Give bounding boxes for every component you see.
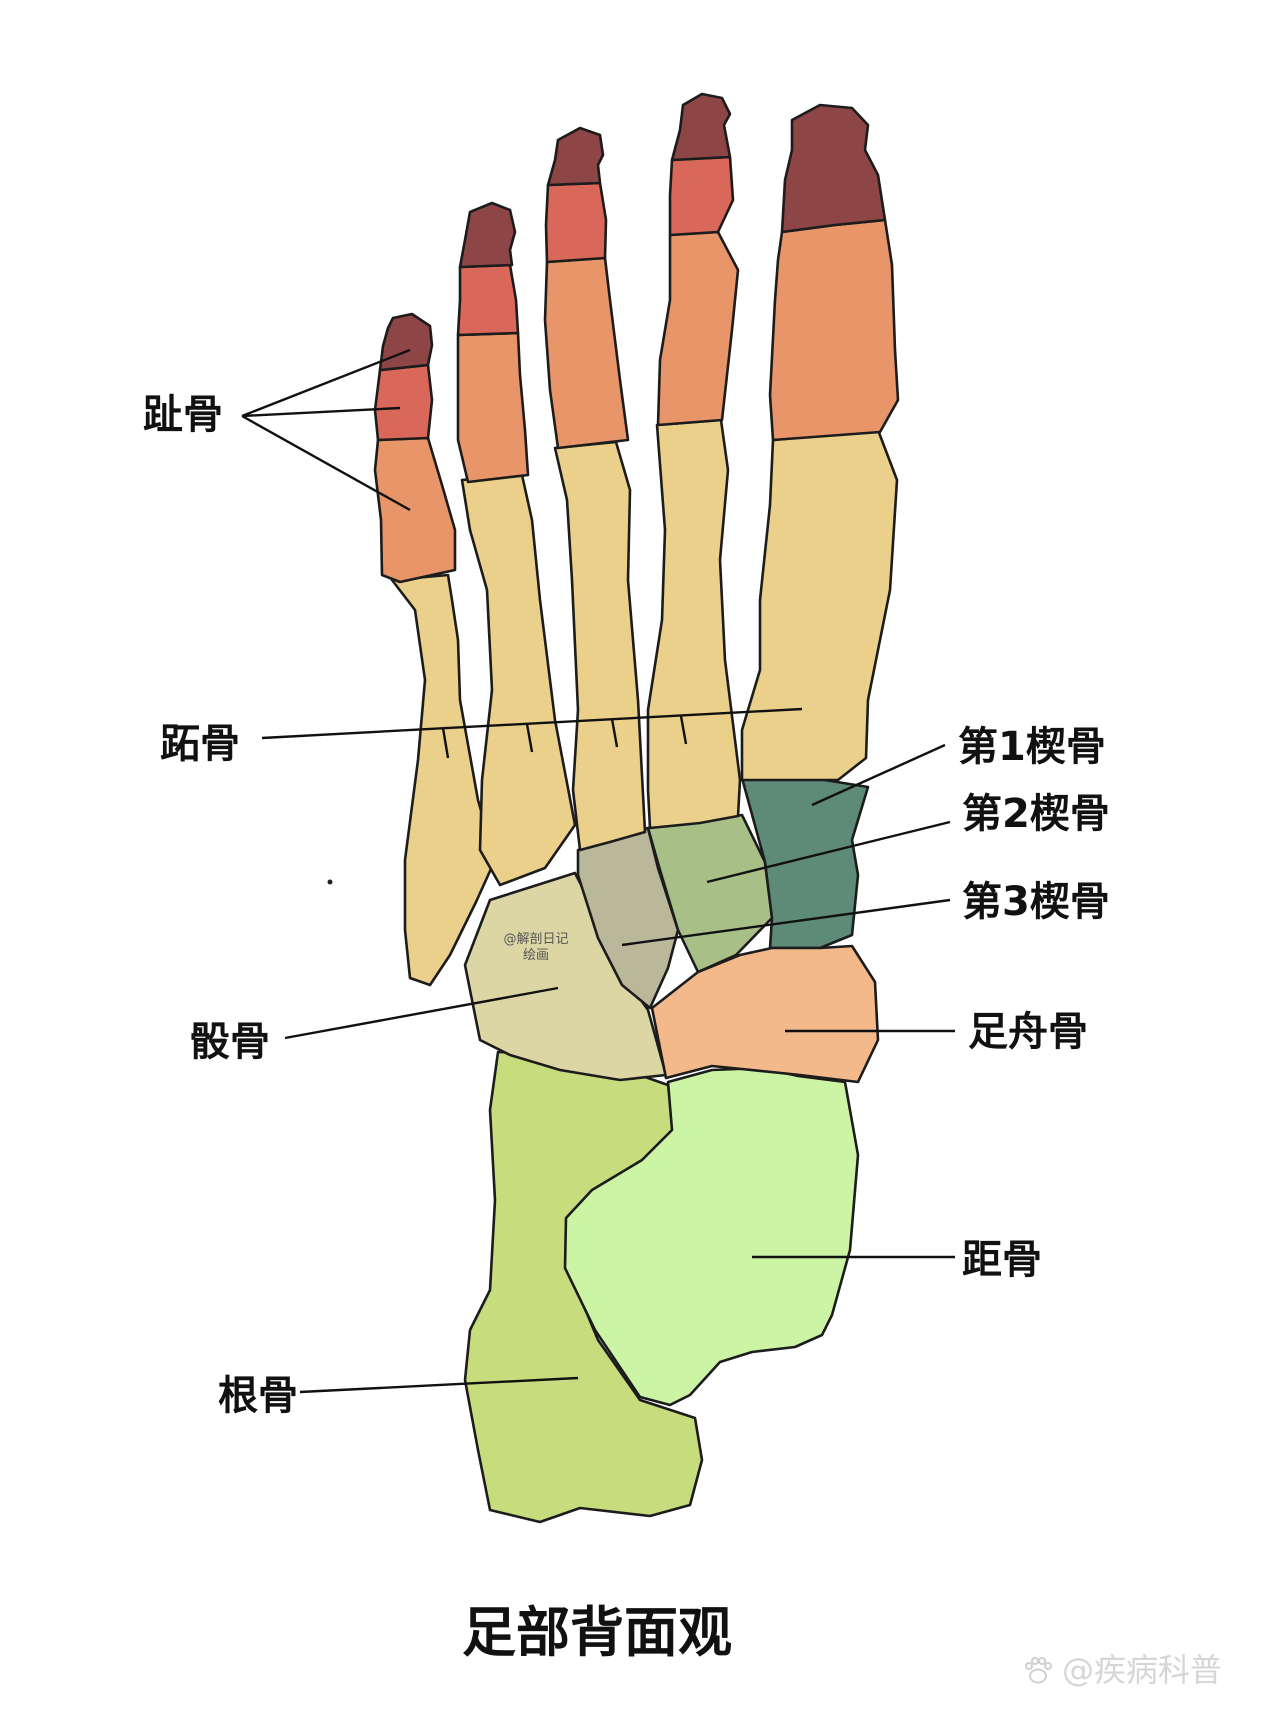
label-medial-cuneiform: 第1楔骨 <box>958 724 1106 770</box>
distal-phalanx-4-bone <box>458 201 517 269</box>
middle-phalanx-3-bone <box>544 181 608 264</box>
distal-phalanx-2-bone <box>670 92 732 162</box>
leader-line-medial-cuneiform <box>811 743 946 807</box>
leader-line-intermediate-cuneiform <box>706 820 951 884</box>
stray-dot <box>327 879 333 885</box>
brand-watermark: @疾病科普 <box>1020 1652 1260 1688</box>
label-cuboid: 骰骨 <box>190 1019 270 1065</box>
leader-line-cuboid <box>284 986 559 1040</box>
artist-watermark-line2: 绘画 <box>522 948 549 964</box>
label-navicular: 足舟骨 <box>968 1009 1088 1055</box>
label-phalanges: 趾骨 <box>143 392 223 438</box>
leader-line-phalanges-proximal <box>241 414 411 512</box>
talus-bone <box>563 1066 860 1407</box>
distal-phalanx-1-bone <box>780 103 887 234</box>
label-lateral-cuneiform: 第3楔骨 <box>962 879 1110 925</box>
metatarsal-tick-3 <box>610 718 619 748</box>
metatarsal-3-bone <box>553 440 647 852</box>
medial-cuneiform-bone <box>740 774 870 950</box>
artist-watermark: @解剖日记 绘画 <box>488 932 584 965</box>
middle-phalanx-2-bone <box>668 155 735 237</box>
middle-phalanx-4-bone <box>456 263 520 337</box>
metatarsal-1-bone <box>740 428 899 782</box>
label-intermediate-cuneiform: 第2楔骨 <box>962 791 1110 837</box>
metatarsal-tick-4 <box>525 723 534 753</box>
proximal-phalanx-1-bone <box>768 218 900 442</box>
brand-watermark-text: @疾病科普 <box>1062 1651 1223 1689</box>
artist-watermark-line1: @解剖日记 <box>503 932 569 947</box>
leader-line-phalanges-distal <box>241 348 411 418</box>
metatarsal-4-bone <box>460 473 577 887</box>
leader-line-metatarsals <box>261 707 803 740</box>
intermediate-cuneiform-bone <box>646 813 774 974</box>
proximal-phalanx-4-bone <box>456 331 530 484</box>
paw-icon <box>1025 1657 1052 1684</box>
leader-line-lateral-cuneiform <box>621 898 951 947</box>
metatarsal-5-bone <box>390 573 497 987</box>
label-talus: 距骨 <box>962 1237 1042 1283</box>
label-calcaneus: 根骨 <box>218 1373 298 1419</box>
proximal-phalanx-2-bone <box>656 230 740 427</box>
middle-phalanx-5-bone <box>373 363 434 442</box>
label-metatarsals: 跖骨 <box>160 721 240 767</box>
leader-line-phalanges-middle <box>241 406 401 418</box>
distal-phalanx-3-bone <box>546 126 605 187</box>
proximal-phalanx-5-bone <box>373 436 457 584</box>
metatarsal-tick-5 <box>441 727 450 759</box>
leader-line-calcaneus <box>299 1376 579 1394</box>
metatarsal-tick-2 <box>679 715 688 745</box>
metatarsal-2-bone <box>646 418 742 830</box>
navicular-bone <box>650 944 880 1084</box>
distal-phalanx-5-bone <box>378 312 434 372</box>
proximal-phalanx-3-bone <box>543 256 630 450</box>
diagram-caption: 足部背面观 <box>462 1601 732 1664</box>
